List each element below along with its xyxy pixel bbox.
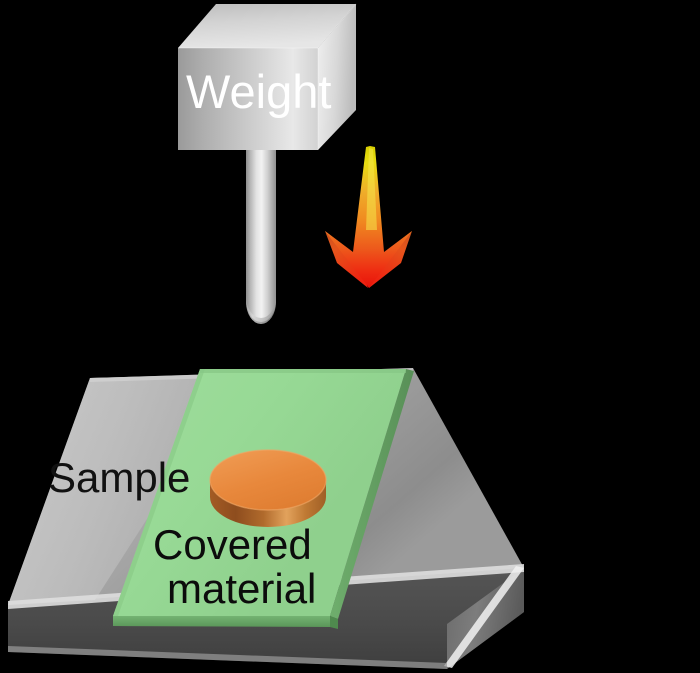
green-top-edge-highlight [200,369,406,373]
platform-bottom-bevel [8,646,447,669]
sample-label: Sample [48,454,191,501]
arrow-shaft-highlight [366,148,377,230]
platform-right-bevel [444,566,524,668]
weight-label: Weight [186,65,332,118]
weight-rod [246,150,276,324]
rod-tip [246,296,276,324]
cube-edge-top [178,3,357,49]
force-arrow [325,146,412,288]
covered-material-label-line2: material [167,565,317,612]
puck-top-face [210,450,326,510]
cube-right-face [318,4,356,150]
green-front-face [113,616,330,627]
green-right-face [330,369,414,619]
cube-front-face [178,48,318,150]
puck-side-wall [210,480,326,527]
covered-material-label-line1: Covered [153,521,312,568]
green-right-cap [330,616,338,629]
orange-puck [209,449,327,527]
covered-material-label: Covered material [153,524,316,610]
weight-block [178,3,357,150]
green-left-edge [113,369,205,616]
rod-body [246,150,276,322]
puck-top-rim [209,449,327,511]
arrow-barb-left [325,231,368,288]
cube-top-face [178,4,356,48]
